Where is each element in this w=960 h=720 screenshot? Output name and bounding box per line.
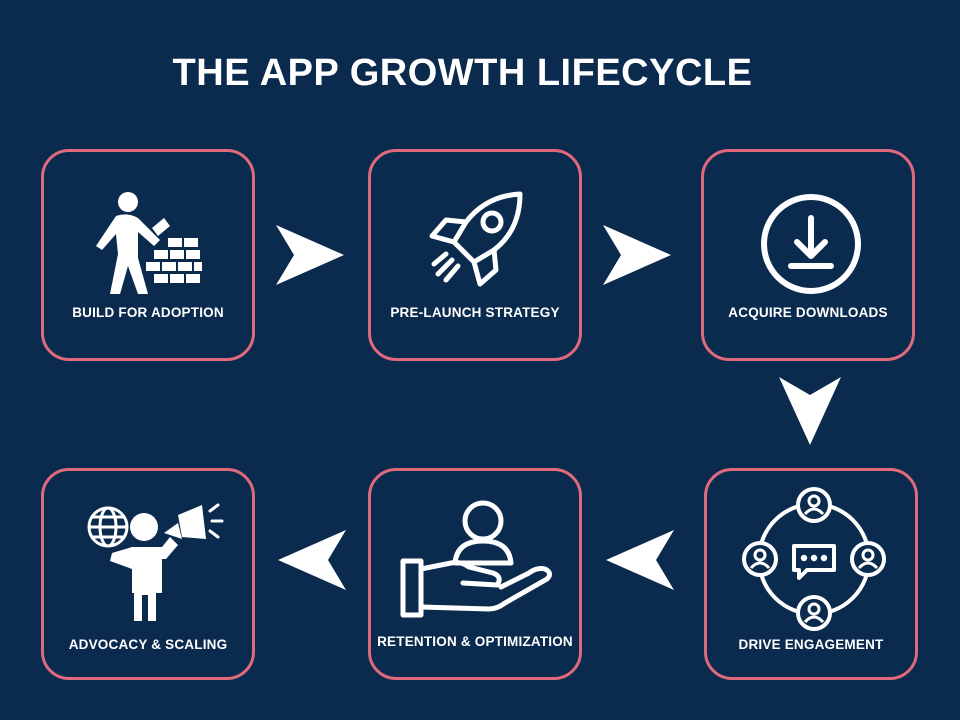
step-label: PRE-LAUNCH STRATEGY <box>390 305 560 320</box>
step-label: BUILD FOR ADOPTION <box>72 305 224 320</box>
hand-holding-user-icon <box>400 500 553 618</box>
community-chat-icon <box>742 487 886 631</box>
download-icon <box>761 194 861 294</box>
arrow-left-icon <box>278 530 346 590</box>
step-label: ACQUIRE DOWNLOADS <box>728 305 888 320</box>
arrow-left-icon <box>606 530 674 590</box>
step-label: RETENTION & OPTIMIZATION <box>377 634 573 649</box>
diagram-title: THE APP GROWTH LIFECYCLE <box>172 52 753 94</box>
step-label: ADVOCACY & SCALING <box>68 637 228 652</box>
step-card-pre-launch-strategy: PRE-LAUNCH STRATEGY <box>368 149 582 361</box>
arrow-right-icon <box>603 225 671 285</box>
step-card-advocacy-scaling: ADVOCACY & SCALING <box>41 468 255 680</box>
person-megaphone-globe-icon <box>87 503 224 621</box>
step-card-acquire-downloads: ACQUIRE DOWNLOADS <box>701 149 915 361</box>
step-card-drive-engagement: DRIVE ENGAGEMENT <box>704 468 918 680</box>
arrow-down-icon <box>779 377 841 445</box>
rocket-icon <box>429 191 523 287</box>
step-label: DRIVE ENGAGEMENT <box>738 637 884 652</box>
worker-building-wall-icon <box>96 192 202 294</box>
arrow-right-icon <box>276 225 344 285</box>
step-card-build-for-adoption: BUILD FOR ADOPTION <box>41 149 255 361</box>
step-card-retention-optimization: RETENTION & OPTIMIZATION <box>368 468 582 680</box>
